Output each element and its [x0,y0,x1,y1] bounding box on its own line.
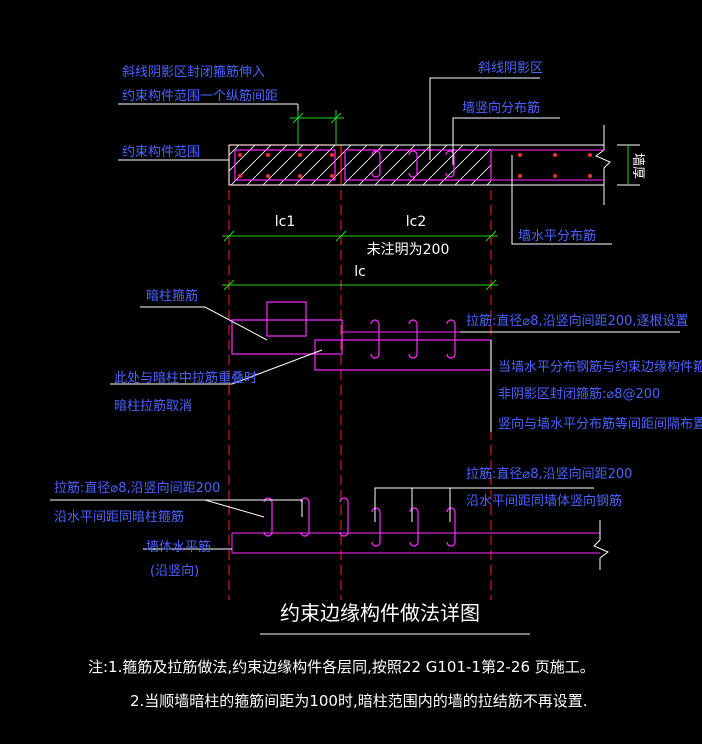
label-overlap-2: 暗柱拉筋取消 [114,398,192,414]
dim-lc: lc [354,264,366,280]
label-tie-top: 拉筋:直径⌀8,沿竖向间距200,逐根设置 [466,313,689,329]
break-line-bottom [593,520,609,570]
tie-top-1 [371,150,381,178]
top-leaders [118,77,612,245]
wall-section [228,125,611,205]
tie-bot-6 [446,507,456,547]
tie-bot-5 [409,507,419,547]
label-note-right-2: 非阴影区封闭箍筋:⌀8@200 [498,386,660,402]
dim-note: 未注明为200 [367,242,450,258]
axis-lines [228,190,492,600]
drawing-title: 约束边缘构件做法详图 [280,601,480,625]
label-vertical-dist: 墙竖向分布筋 [462,100,540,116]
tie-bot-4 [371,507,381,547]
label-horizontal-dist: 墙水平分布筋 [518,228,596,244]
stirrup-top-2 [344,149,492,181]
label-hatch-closed-2: 约束构件范围一个纵筋间距 [122,88,278,104]
tie-mid-3 [446,319,456,359]
label-hidden-col-stirrup: 暗柱箍筋 [146,288,198,304]
label-tie-right-2: 沿水平间距同墙体竖向钢筋 [466,493,622,509]
tie-mid-1 [370,319,380,359]
hidden-col-stirrup-box [266,301,307,337]
break-line-top [595,125,611,205]
label-wall-h-bar-1: 墙体水平筋 [146,539,211,555]
tie-bot-2 [300,497,310,537]
tie-bot-1 [263,497,273,537]
label-note-right-1: 当墙水平分布钢筋与约束边缘构件箍筋标高不 [498,359,702,375]
label-overlap-1: 此处与暗柱中拉筋重叠时 [114,370,257,386]
label-wall-h-bar-2: (沿竖向) [150,563,199,579]
wall-thickness-marker: 墙厚 [617,144,645,186]
dim-lc2: lc2 [406,214,427,230]
wall-thickness-label: 墙厚 [630,153,645,179]
middle-detail [231,301,492,371]
tie-top-3 [445,150,455,178]
label-hatch-zone: 斜线阴影区 [478,61,543,76]
note-line-1: 注:1.箍筋及拉筋做法,约束边缘构件各层同,按照22 G101-1第2-26 页… [88,658,595,676]
tie-top-2 [408,150,418,178]
label-hatch-closed-1: 斜线阴影区封闭箍筋伸入 [122,64,265,80]
label-constraint-range: 约束构件范围 [122,145,200,160]
rebar-dots [238,153,592,178]
tie-mid-2 [408,319,418,359]
label-tie-left-2: 沿水平间距同暗柱箍筋 [54,509,184,525]
dim-lc1: lc1 [275,214,296,230]
middle-leaders [110,306,680,432]
tie-bot-3 [339,497,349,537]
note-line-2: 2.当顺墙暗柱的箍筋间距为100时,暗柱范围内的墙的拉结筋不再设置. [130,692,587,710]
hidden-col-stirrup [231,319,343,355]
bottom-leaders [50,487,594,550]
bottom-detail [231,497,609,570]
label-tie-left-1: 拉筋:直径⌀8,沿竖向间距200 [54,480,220,496]
label-tie-right-1: 拉筋:直径⌀8,沿竖向间距200 [466,466,632,482]
label-note-right-3: 竖向与墙水平分布筋等间距间隔布置 [498,416,702,432]
dimension-lines [222,110,498,291]
hatch-zone [229,145,341,185]
non-hatch-zone [341,145,491,185]
stirrup-top [234,149,336,181]
